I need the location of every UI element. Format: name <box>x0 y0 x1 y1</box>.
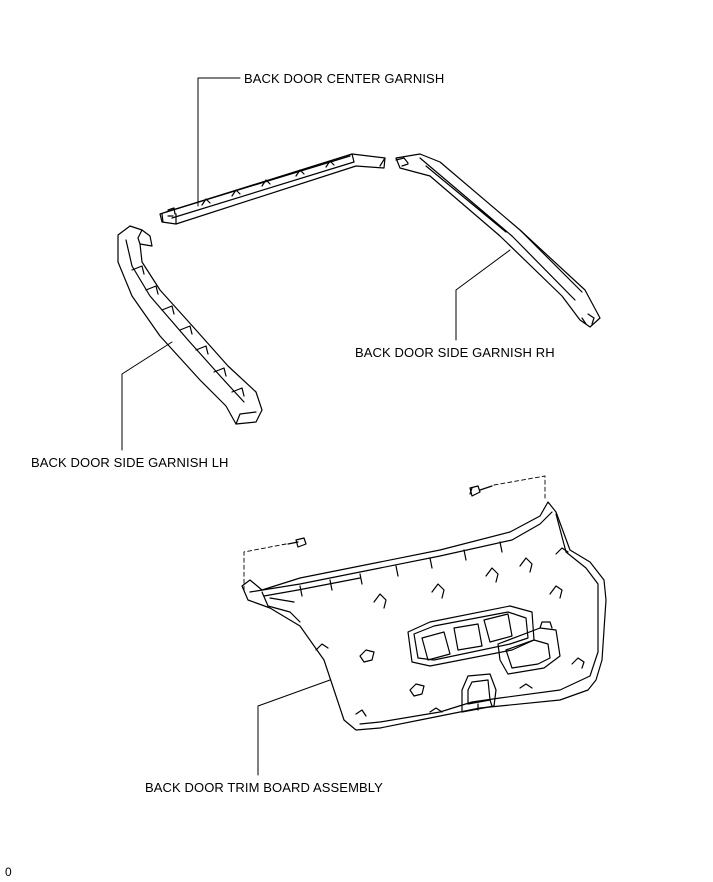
side-garnish-rh-label: BACK DOOR SIDE GARNISH RH <box>355 345 555 360</box>
clip-right <box>469 485 493 497</box>
side-garnish-lh-label: BACK DOOR SIDE GARNISH LH <box>31 455 229 470</box>
side-garnish-rh-part <box>395 153 601 328</box>
leader-lines <box>121 77 511 776</box>
clip-left <box>287 537 307 548</box>
trim-board-part <box>241 501 607 731</box>
clip-location-lines <box>243 475 546 593</box>
center-garnish-part <box>159 153 386 225</box>
center-garnish-label: BACK DOOR CENTER GARNISH <box>244 71 445 86</box>
trim-board-label: BACK DOOR TRIM BOARD ASSEMBLY <box>145 780 383 795</box>
side-garnish-lh-part <box>117 225 263 425</box>
figure-code: 0 <box>5 865 12 879</box>
